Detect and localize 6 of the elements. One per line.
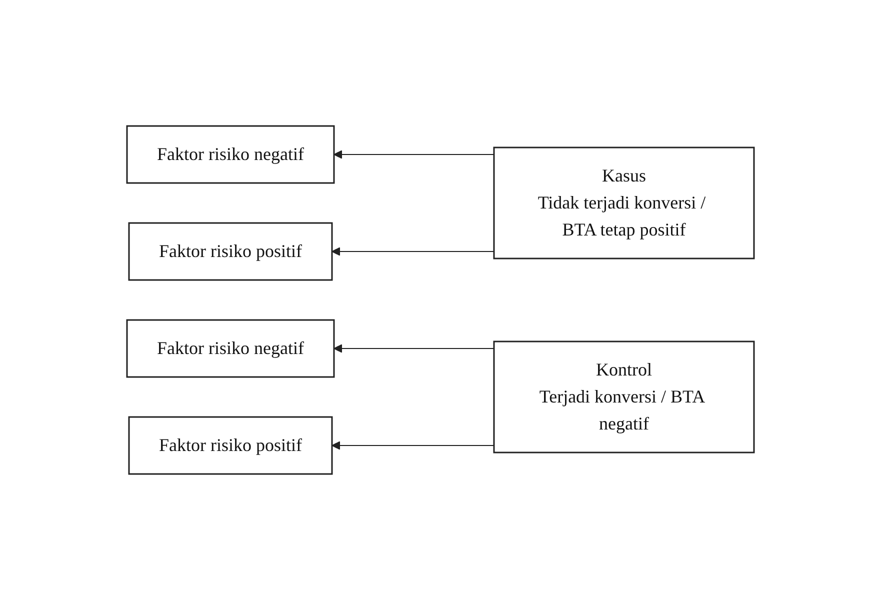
node-box: Faktor risiko negatif (126, 318, 334, 378)
node-box: Kasus Tidak terjadi konversi / BTA tetap positif (492, 146, 754, 259)
node-box: Kontrol Terjadi konversi / BTA negatif (492, 340, 754, 453)
node-box: Faktor risiko negatif (126, 124, 334, 184)
node-box: Faktor risiko positif (128, 416, 332, 474)
node-box: Faktor risiko positif (128, 222, 332, 280)
